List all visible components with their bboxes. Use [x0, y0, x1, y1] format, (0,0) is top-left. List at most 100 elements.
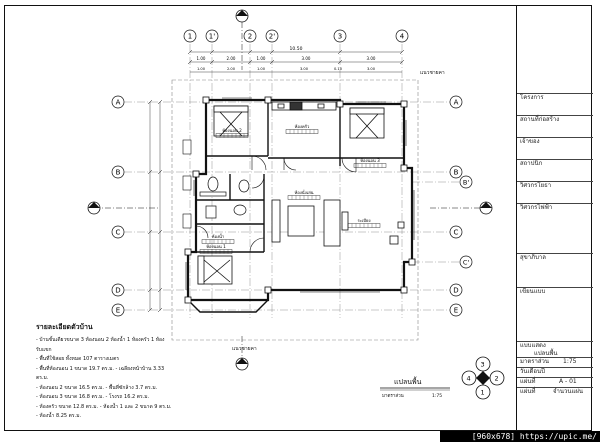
room-label: ห้องนั่งเล่น [287, 189, 321, 200]
tb-electrical-engineer: วิศวกรไฟฟ้า [517, 203, 593, 253]
dimension-lines: 10.50 1.00 2.00 1.00 3.00 3.00 1.00 2.00 1.00 3.0… [147, 46, 405, 313]
grid-bubble-row: A [449, 95, 463, 109]
key-label-3: 3 [481, 361, 485, 369]
dim-sub-segment: 1.00 [197, 67, 206, 71]
bottom-eave-note: แนวชายคา [232, 346, 257, 352]
room-name: ห้องนอน 1 [206, 244, 226, 249]
tb-architect: สถาปนิก [517, 159, 593, 181]
doors [195, 155, 357, 253]
grid-bubble-row: D [449, 283, 463, 297]
plan-scale-label: มาตราส่วน [382, 393, 404, 399]
dim-sub-segment: 1.00 [257, 67, 266, 71]
image-host-footer: [960x678] https://upic.me/ [440, 431, 600, 442]
grid-row-label: B [454, 169, 459, 177]
house-details-line: - พื้นที่ห้องนอน 1 ขนาด 19.7 ตร.ม. - เฉล… [36, 365, 165, 382]
house-details-line: - ห้องนอน 2 ขนาด 16.5 ตร.ม. - พื้นที่ซัก… [36, 384, 158, 391]
room-label: ห้องนอน 2 [215, 128, 249, 138]
grid-row-label: A [454, 99, 459, 107]
furniture-beds [197, 105, 385, 285]
tb-site: สถานที่ก่อสร้าง [517, 115, 593, 137]
grid-bubble-col: 1' [205, 29, 219, 43]
room-labels: ห้องนอน 2ห้องครัวห้องนอน 3ห้องนั่งเล่นห้… [199, 124, 387, 254]
grid-row-label: B [116, 169, 121, 177]
dim-segment: 1.00 [257, 56, 266, 61]
dim-sub-segment: 2.00 [227, 67, 236, 71]
house-details-line: - บ้านชั้นเดียวขนาด 3 ห้องนอน 2 ห้องน้ำ … [36, 337, 165, 353]
room-name: ห้องนอน 2 [222, 128, 242, 133]
tb-sheet-no: แผ่นที่ A - 01 [517, 377, 593, 387]
dim-overall: 10.50 [290, 46, 303, 52]
room-name: ระเบียง [357, 218, 370, 223]
title-block: โครงการ สถานที่ก่อสร้าง เจ้าของ สถาปนิก … [516, 5, 593, 431]
room-name: ห้องนอน 3 [360, 158, 380, 163]
tb-project: โครงการ [517, 93, 593, 115]
plan-title: แปลนพื้น [394, 375, 422, 386]
house-details-line: - ห้องนอน 3 ขนาด 16.8 ตร.ม. - โรงรถ 16.2… [36, 394, 150, 400]
room-label: ระเบียง [347, 218, 381, 228]
grid-row-label: C [116, 229, 121, 237]
house-details-heading: รายละเอียดตัวบ้าน [36, 323, 93, 331]
grid-row-label: C [454, 229, 459, 237]
sheet-border [4, 5, 592, 431]
eave-outline [171, 79, 419, 341]
columns [184, 96, 416, 304]
grid-bubble-row: D [111, 283, 125, 297]
grid-bubble-row: C [111, 225, 125, 239]
grid-bubble-row: A [111, 95, 125, 109]
dim-sub-segment: 0.10 [334, 67, 343, 71]
tb-civil-engineer: วิศวกรโยธา [517, 181, 593, 203]
grid-row-label: E [454, 307, 458, 315]
bathroom-fixtures [199, 176, 250, 219]
house-details-line: - ห้องน้ำ 8.25 ตร.ม. [36, 413, 82, 419]
grid-prime-label: B' [463, 179, 469, 187]
dim-segment: 2.00 [227, 56, 236, 61]
grid-bubble-prime: B' [412, 175, 473, 189]
key-label-1: 1 [481, 389, 485, 397]
dim-sub-segment: 3.00 [367, 67, 376, 71]
key-plan-compass: 4 3 2 1 [461, 356, 505, 400]
grid-bubble-row: C [449, 225, 463, 239]
tb-owner: เจ้าของ [517, 137, 593, 159]
grid-row-label: D [115, 287, 120, 295]
section-marker-top [235, 9, 249, 70]
tb-drafter: เขียนแบบ [517, 287, 593, 341]
grid-col-label: 2 [248, 33, 252, 41]
room-label: ห้องน้ำ [201, 233, 235, 244]
plan-scale: 1:75 [432, 393, 442, 399]
grid-bubble-col: 3 [333, 29, 347, 43]
living-furniture [271, 199, 349, 247]
tb-scale: มาตราส่วน 1:75 [517, 357, 593, 367]
grid-col-label: 3 [338, 33, 342, 41]
room-name: ห้องน้ำ [212, 233, 225, 239]
grid-bubble-row: E [111, 303, 125, 317]
grid-col-label: 2' [269, 33, 275, 41]
grid-row-label: E [116, 307, 120, 315]
tb-drawing-title: แบบแสดง แปลนพื้น [517, 341, 593, 357]
grid-col-label: 4 [400, 33, 405, 41]
grid-bubble-row: B [449, 165, 463, 179]
grid-bubble-row: B [111, 165, 125, 179]
tb-sanitary: สุขาภิบาล [517, 253, 593, 287]
grid-col-label: 1 [188, 33, 192, 41]
tb-sheet-total: แผ่นที่ จำนวนแผ่น [517, 387, 593, 397]
grid-bubble-col: 4 [395, 29, 409, 43]
dim-segment: 1.00 [197, 56, 206, 61]
grid-lines: 1 1' 2 2' 3 4A A B B C C D D E E B' C' [111, 29, 473, 318]
bay-window [187, 299, 269, 313]
top-eave-note: แนวชายคา [420, 70, 445, 76]
grid-row-label: D [453, 287, 458, 295]
grid-bubble-col: 2 [243, 29, 257, 43]
grid-bubble-prime: C' [412, 255, 473, 269]
grid-bubble-row: E [449, 303, 463, 317]
section-marker-left [87, 201, 160, 215]
key-label-4: 4 [467, 375, 471, 383]
house-details-line: - พื้นที่ใช้สอย ทั้งหมด 107 ตารางเมตร [36, 356, 120, 362]
dim-segment: 3.00 [302, 56, 311, 61]
room-name: ห้องนั่งเล่น [294, 189, 313, 195]
dim-segment: 3.00 [367, 56, 376, 61]
house-details: รายละเอียดตัวบ้าน - บ้านชั้นเดียวขนาด 3 … [36, 322, 176, 422]
section-marker-bottom [235, 336, 249, 371]
grid-bubble-col: 1 [183, 29, 197, 43]
